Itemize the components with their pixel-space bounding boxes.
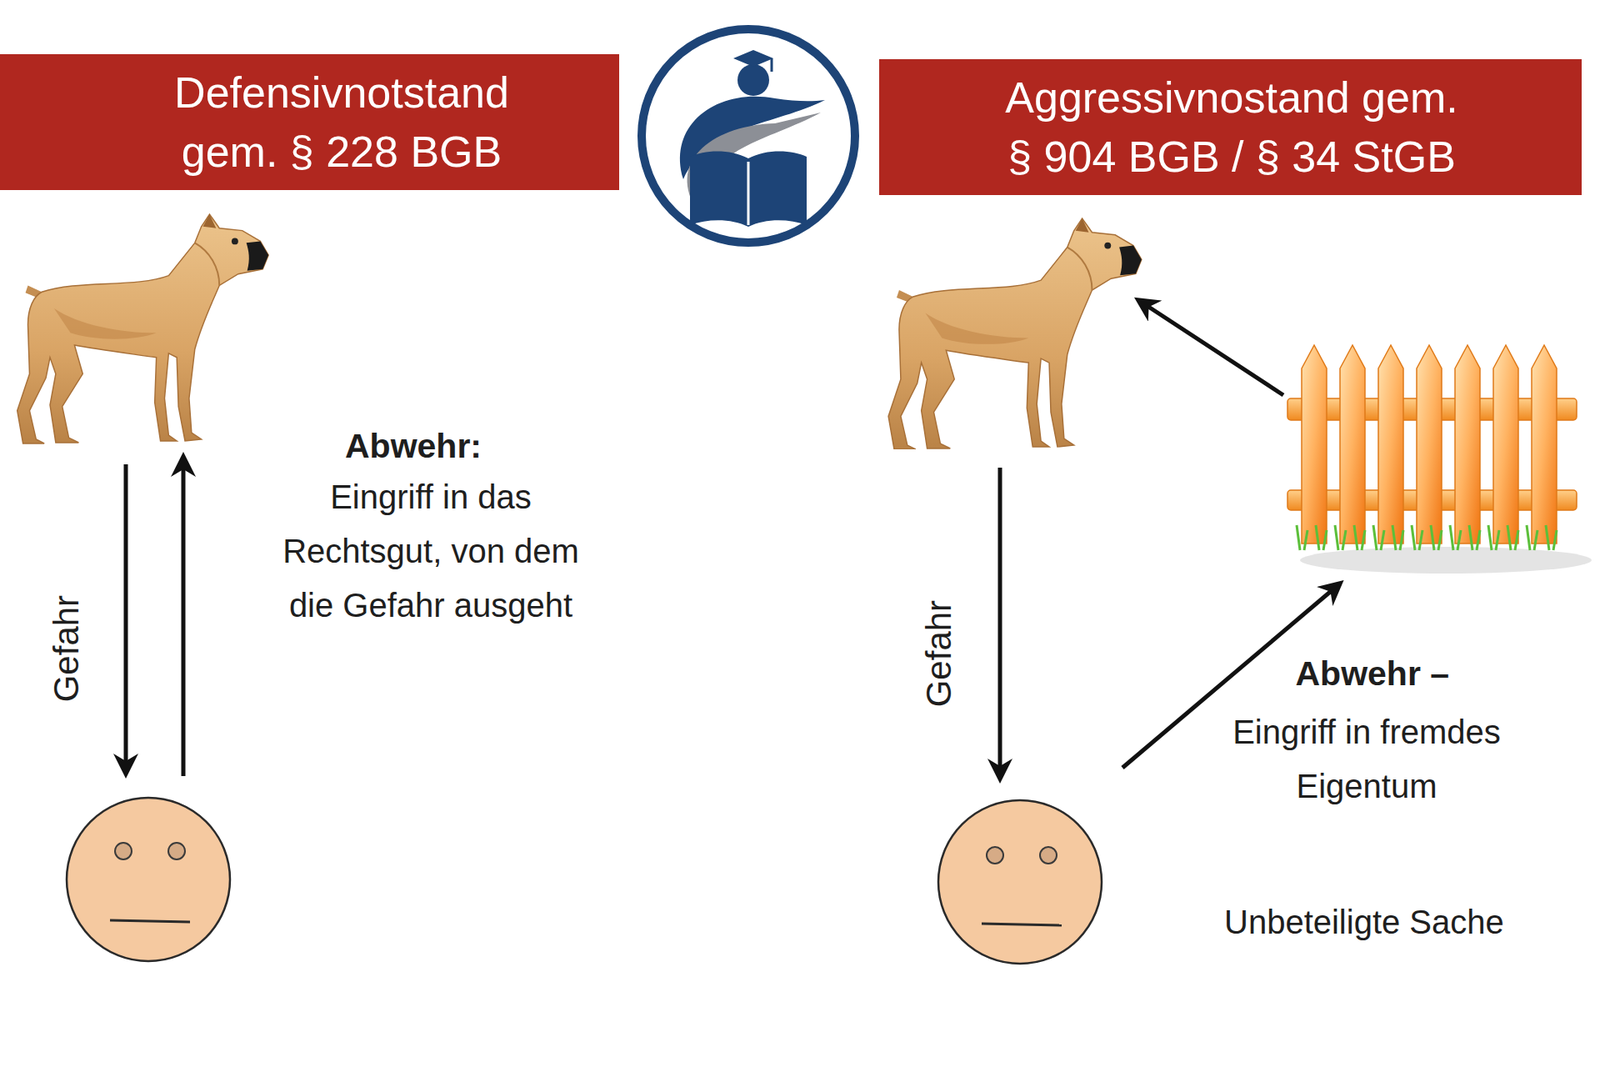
grass-blade [1526, 525, 1538, 550]
face-mouth [981, 923, 1062, 925]
grass-blade [1545, 525, 1557, 550]
illustration-part [1296, 525, 1557, 550]
dog-illustration [17, 214, 269, 444]
grass-blade [1488, 525, 1500, 550]
danger-label: Gefahr [47, 595, 86, 702]
grass-blade [1430, 525, 1442, 550]
logo-head [737, 64, 770, 96]
grass-blade [1315, 525, 1327, 550]
fence-picket [1531, 345, 1557, 544]
grass-blade [1411, 525, 1423, 550]
logo-book-left [690, 151, 749, 228]
danger-arrow [124, 464, 129, 774]
defense-description: Eingriff in fremdes Eigentum [1229, 705, 1505, 814]
person-face [66, 797, 230, 961]
effect-arrow [1138, 300, 1284, 395]
face-mouth [110, 920, 190, 922]
face-circle [938, 800, 1102, 964]
defense-heading: Abwehr: [345, 425, 482, 467]
grass-blade [1392, 525, 1404, 550]
logo-ring [641, 29, 855, 243]
face-eye [168, 842, 185, 860]
fence-picket [1340, 345, 1365, 544]
grass-blade [1296, 525, 1308, 550]
face-eye [115, 842, 132, 860]
danger-arrow [998, 467, 1003, 779]
logo-book-right [748, 151, 807, 228]
heading-band: Aggressivnostand gem. § 904 BGB / § 34 S… [879, 59, 1582, 195]
fence-picket [1378, 345, 1404, 544]
grass-blade [1507, 525, 1519, 550]
grass-blade [1469, 525, 1480, 550]
defense-arrow [181, 456, 186, 776]
arrow-group [125, 300, 1340, 779]
fence-picket [1416, 345, 1442, 544]
grass-blade [1354, 525, 1365, 550]
logo [641, 29, 855, 243]
defense-heading: Abwehr – [1295, 653, 1450, 695]
face-eye [986, 846, 1004, 864]
object-label: Unbeteiligte Sache [1224, 901, 1505, 942]
defense-description: Eingriff in das Rechtsgut, von dem die G… [266, 470, 596, 633]
grass-blade [1335, 525, 1346, 550]
grass-blade [1373, 525, 1385, 550]
fence-picket [1455, 345, 1480, 544]
person-face [938, 800, 1102, 964]
fence-picket [1301, 345, 1327, 544]
fence-shadow [1300, 546, 1592, 574]
fence-picket [1493, 345, 1519, 544]
heading-band: Defensivnotstand gem. § 228 BGB [0, 54, 620, 190]
logo-book-spine [747, 161, 750, 225]
fence-illustration [1287, 345, 1592, 574]
face-circle [66, 797, 230, 961]
heading-text: Defensivnotstand gem. § 228 BGB [125, 63, 559, 182]
face-eye [1040, 846, 1057, 864]
illustration-part [1301, 345, 1557, 544]
grass-blade [1450, 525, 1461, 550]
danger-label: Gefahr [920, 600, 959, 707]
logo-tassel [770, 58, 774, 72]
heading-text: Aggressivnostand gem. § 904 BGB / § 34 S… [990, 68, 1474, 187]
logo-cap [733, 50, 774, 67]
dog-illustration [888, 218, 1142, 450]
